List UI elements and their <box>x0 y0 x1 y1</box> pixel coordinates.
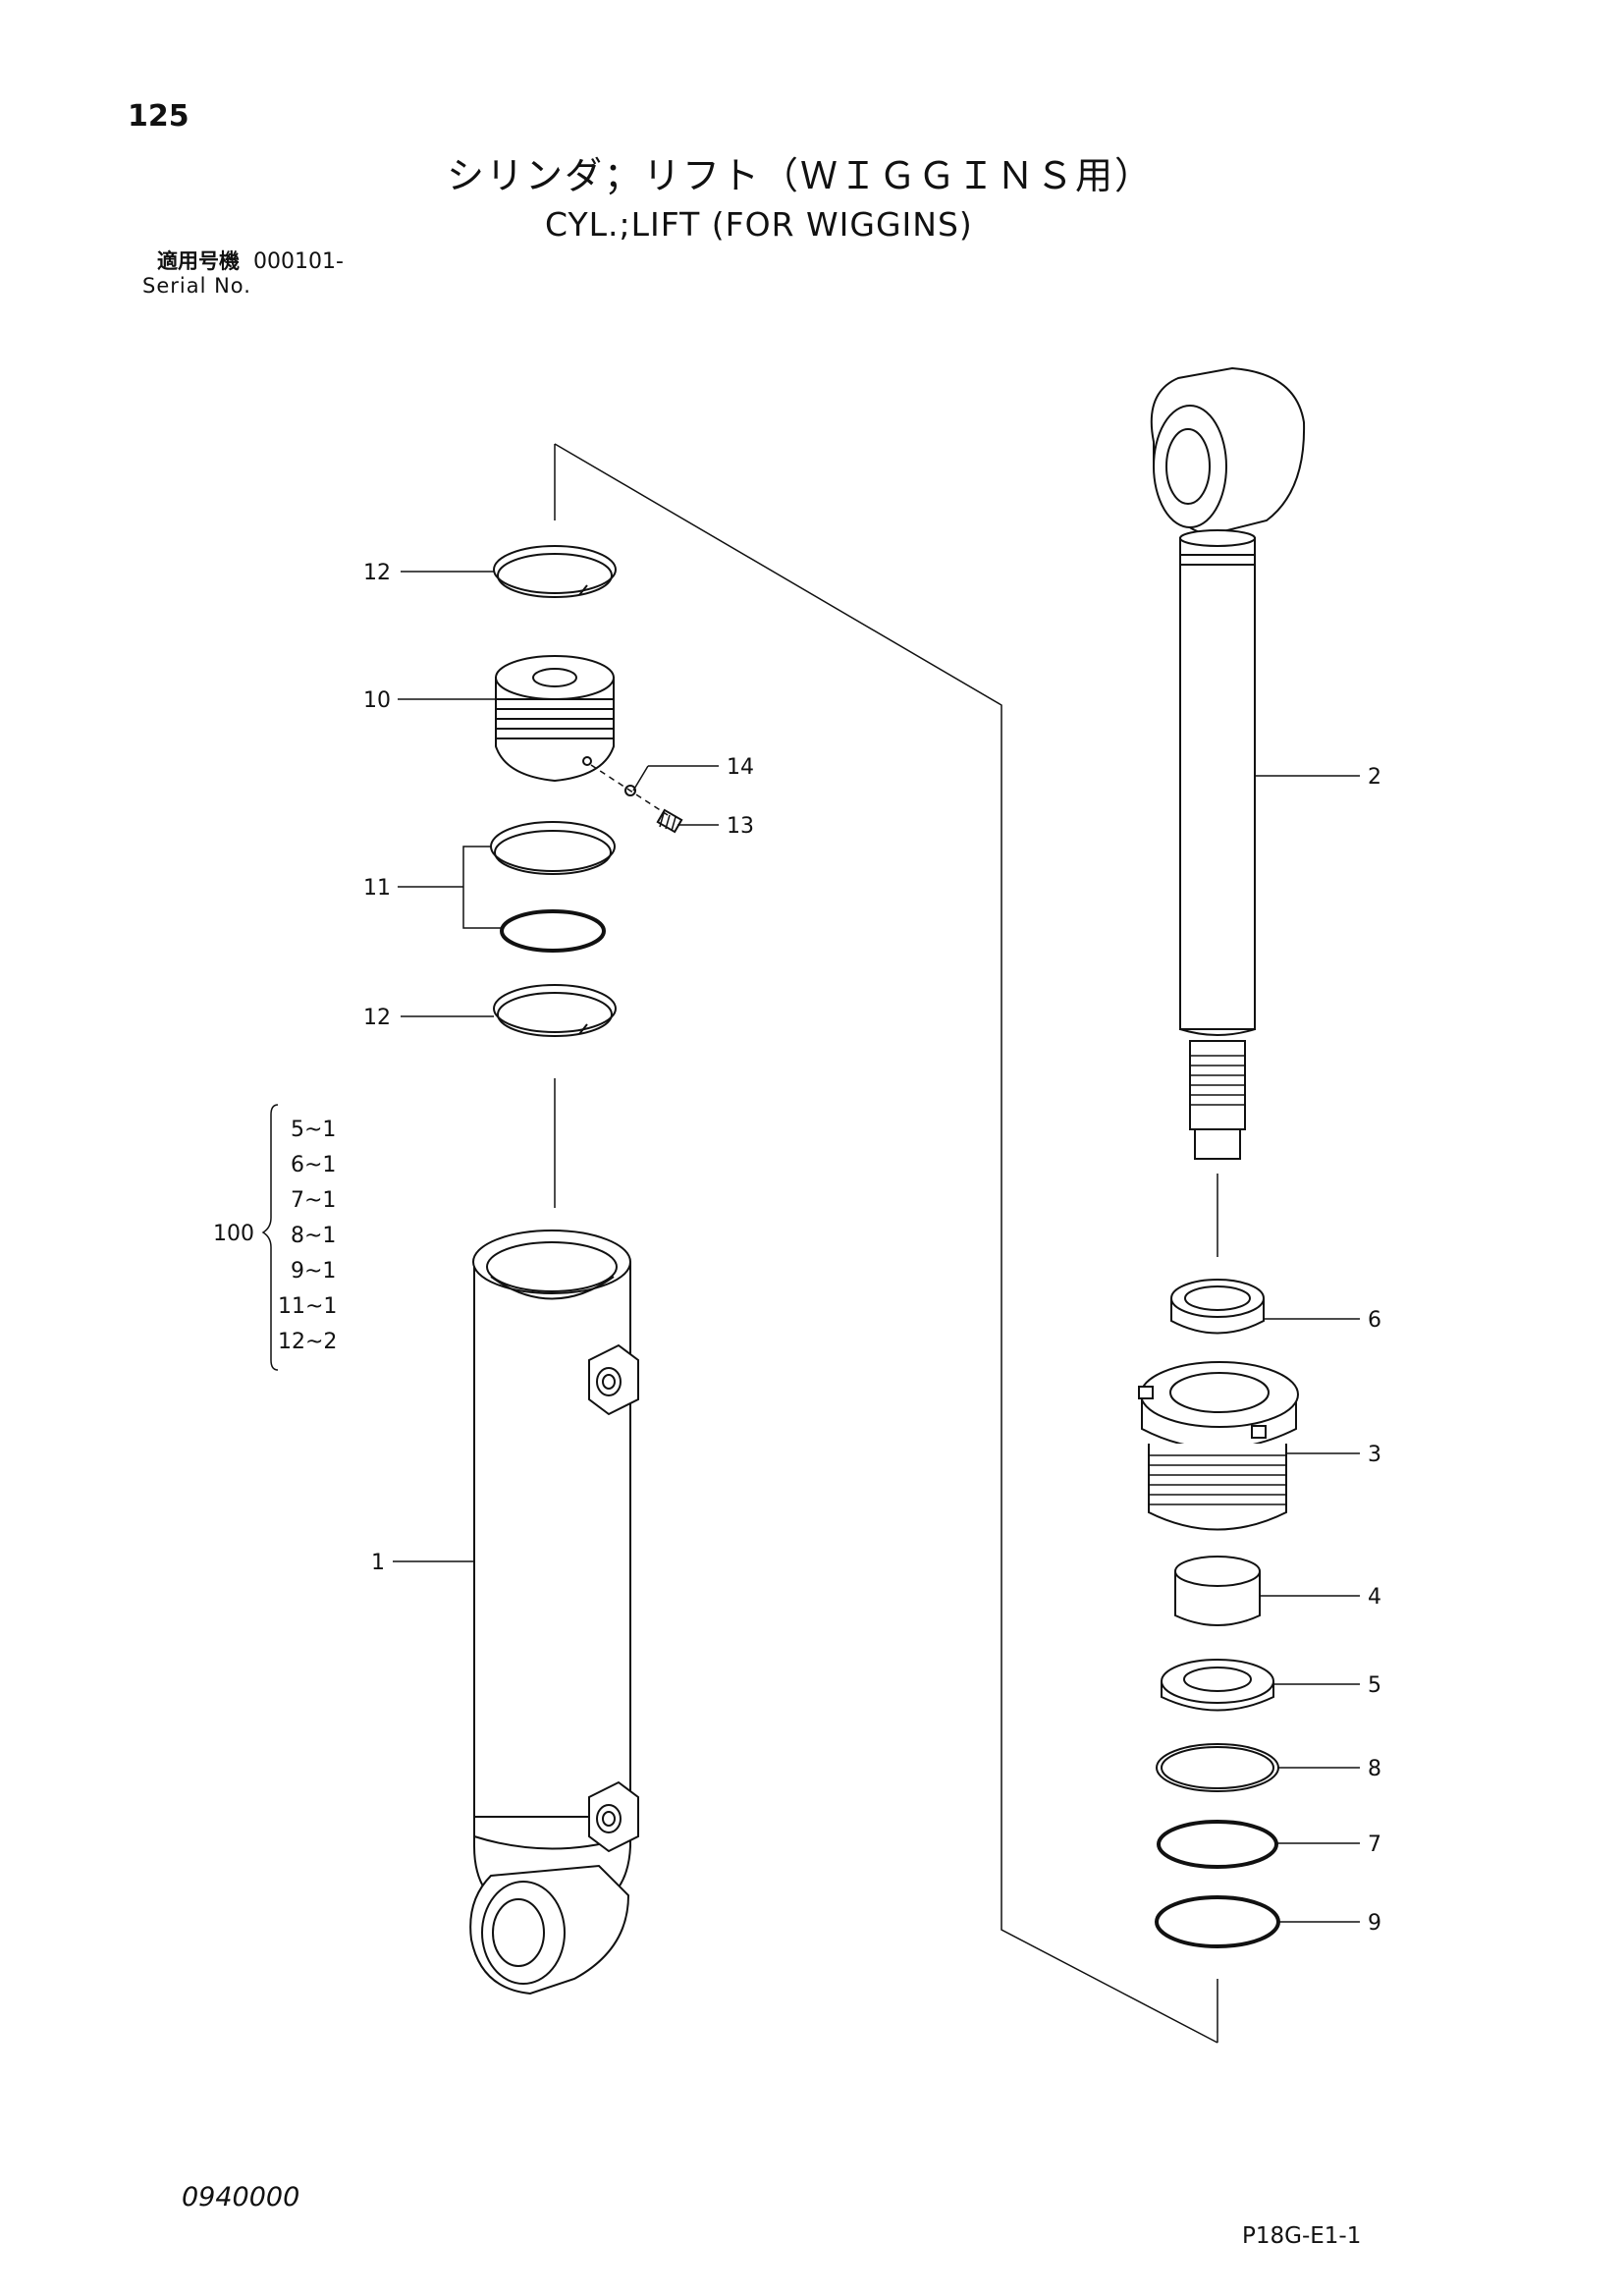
kit-brace <box>261 1104 279 1371</box>
callout-7: 7 <box>1368 1832 1381 1857</box>
part-2-piston-rod <box>1150 366 1306 1160</box>
kit-item: 12~2 <box>278 1330 337 1354</box>
part-11-seal-ring <box>490 821 616 875</box>
callout-3: 3 <box>1368 1443 1381 1467</box>
part-12-wear-ring-top <box>493 545 617 598</box>
part-3-rod-guide <box>1138 1361 1299 1531</box>
kit-item: 9~1 <box>291 1259 336 1284</box>
document-code: 0940000 <box>182 2182 300 2213</box>
part-13-set-screw <box>656 808 683 834</box>
part-4-bushing <box>1174 1556 1261 1626</box>
callout-10: 10 <box>363 688 391 713</box>
serial-number-value: 000101- <box>253 249 344 274</box>
callout-12-bottom: 12 <box>363 1006 391 1030</box>
serial-label-japanese: 適用号機 <box>157 249 240 273</box>
callout-numbers: 12 10 14 13 11 12 1 2 6 3 4 5 8 7 9 <box>363 561 1381 1936</box>
part-12-wear-ring-bottom <box>493 984 617 1037</box>
kit-item: 5~1 <box>291 1118 336 1142</box>
part-7-o-ring <box>1157 1820 1278 1869</box>
kit-item: 7~1 <box>291 1188 336 1213</box>
part-10-piston <box>495 655 615 783</box>
leader-lines <box>393 571 1360 1923</box>
kit-item: 6~1 <box>291 1153 336 1177</box>
callout-14: 14 <box>727 755 754 780</box>
kit-item: 11~1 <box>278 1294 337 1319</box>
assembly-guide-frame <box>554 443 1218 2044</box>
page-title-japanese: シリンダ；リフト（ＷＩＧＧＩＮＳ用） <box>447 154 1155 197</box>
callout-13: 13 <box>727 814 754 839</box>
serial-label-english: Serial No. <box>142 274 251 298</box>
part-5-buffer-seal <box>1161 1659 1274 1712</box>
page-number: 125 <box>128 99 189 134</box>
callout-11: 11 <box>363 876 391 901</box>
kit-item: 8~1 <box>291 1224 336 1248</box>
callout-1: 1 <box>371 1551 385 1575</box>
sheet-code: P18G-E1-1 <box>1242 2223 1362 2249</box>
callout-4: 4 <box>1368 1585 1381 1610</box>
callout-8: 8 <box>1368 1757 1381 1781</box>
callout-9: 9 <box>1368 1911 1381 1936</box>
part-11-o-ring <box>500 909 606 953</box>
kit-number: 100 <box>213 1222 254 1246</box>
callout-2: 2 <box>1368 765 1381 790</box>
part-14-ball <box>590 764 669 816</box>
part-1-cylinder-tube <box>469 1230 639 1995</box>
kit-list: 100 5~1 6~1 7~1 8~1 9~1 11~1 12~2 <box>213 1118 337 1354</box>
part-8-backup-ring <box>1156 1743 1279 1792</box>
part-9-o-ring <box>1155 1895 1280 1948</box>
callout-6: 6 <box>1368 1308 1381 1333</box>
callout-12-top: 12 <box>363 561 391 585</box>
callout-5: 5 <box>1368 1673 1381 1698</box>
part-6-dust-seal <box>1170 1279 1265 1335</box>
page-title-english: CYL.;LIFT (FOR WIGGINS) <box>545 205 973 244</box>
